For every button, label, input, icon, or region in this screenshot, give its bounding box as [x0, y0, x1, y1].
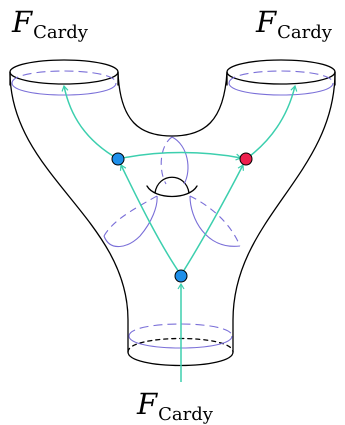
label-top-right-subscript: Cardy	[277, 22, 332, 43]
label-top-left: FCardy	[12, 8, 88, 37]
label-top-left-subscript: Cardy	[33, 22, 88, 43]
handle-cycles	[104, 137, 240, 247]
vertices	[112, 153, 252, 282]
label-bottom: FCardy	[137, 390, 213, 419]
flow-arrows	[64, 86, 295, 382]
vertex-center	[175, 270, 187, 282]
surface-outline	[10, 60, 335, 366]
vertex-right	[240, 153, 252, 165]
label-bottom-subscript: Cardy	[158, 404, 213, 425]
label-top-left-symbol: F	[12, 5, 32, 39]
label-top-right-symbol: F	[256, 5, 276, 39]
vertex-left	[112, 153, 124, 165]
label-top-right: FCardy	[256, 8, 332, 37]
label-bottom-symbol: F	[137, 387, 157, 421]
